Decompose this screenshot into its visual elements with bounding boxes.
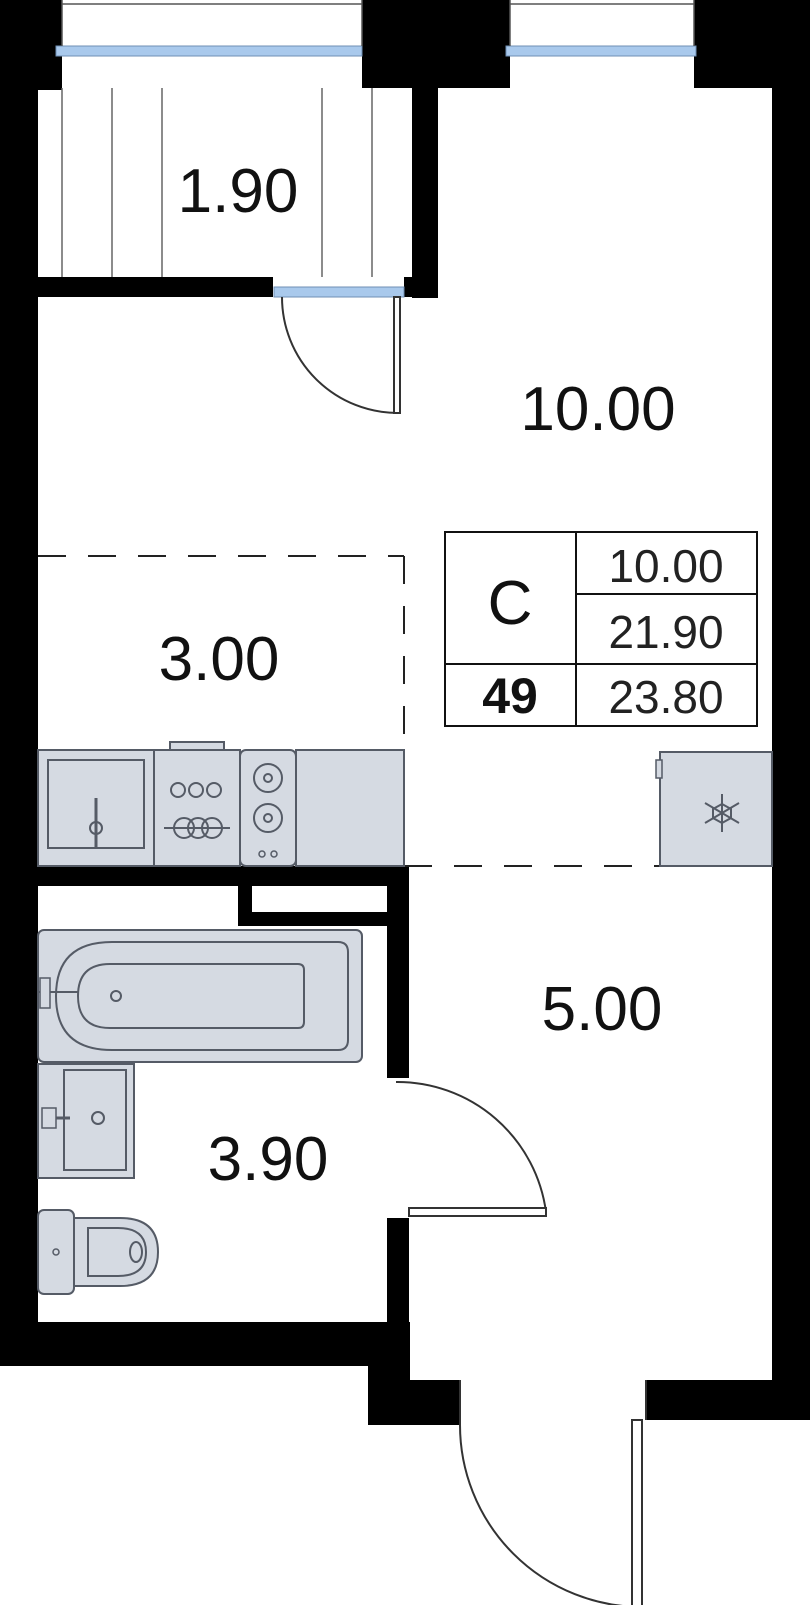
living-area-value: 10.00: [608, 540, 723, 592]
door-icon: [281, 296, 647, 1605]
kitchen-area: 3.00: [159, 625, 280, 694]
snowflake-icon: [655, 751, 773, 867]
apartment-type: С: [488, 569, 533, 638]
bathtub-icon: [37, 929, 363, 1063]
hall-area: 5.00: [542, 975, 663, 1044]
walls: [0, 0, 810, 1425]
window-icon: [55, 0, 697, 298]
sink-icon: [37, 1063, 135, 1179]
total-area-value: 23.80: [608, 671, 723, 723]
balcony-area: 1.90: [178, 157, 299, 226]
area-summary-table: С 49 10.00 21.90 23.80: [444, 531, 758, 727]
stove-icon: [153, 741, 405, 867]
balcony-railing: [61, 88, 373, 277]
toilet-icon: [37, 1209, 160, 1295]
area-without-balcony-value: 21.90: [608, 606, 723, 658]
apartment-number: 49: [482, 668, 538, 724]
sink-icon: [37, 749, 155, 867]
living-room-area: 10.00: [520, 375, 675, 444]
bathroom-area: 3.90: [208, 1125, 329, 1194]
